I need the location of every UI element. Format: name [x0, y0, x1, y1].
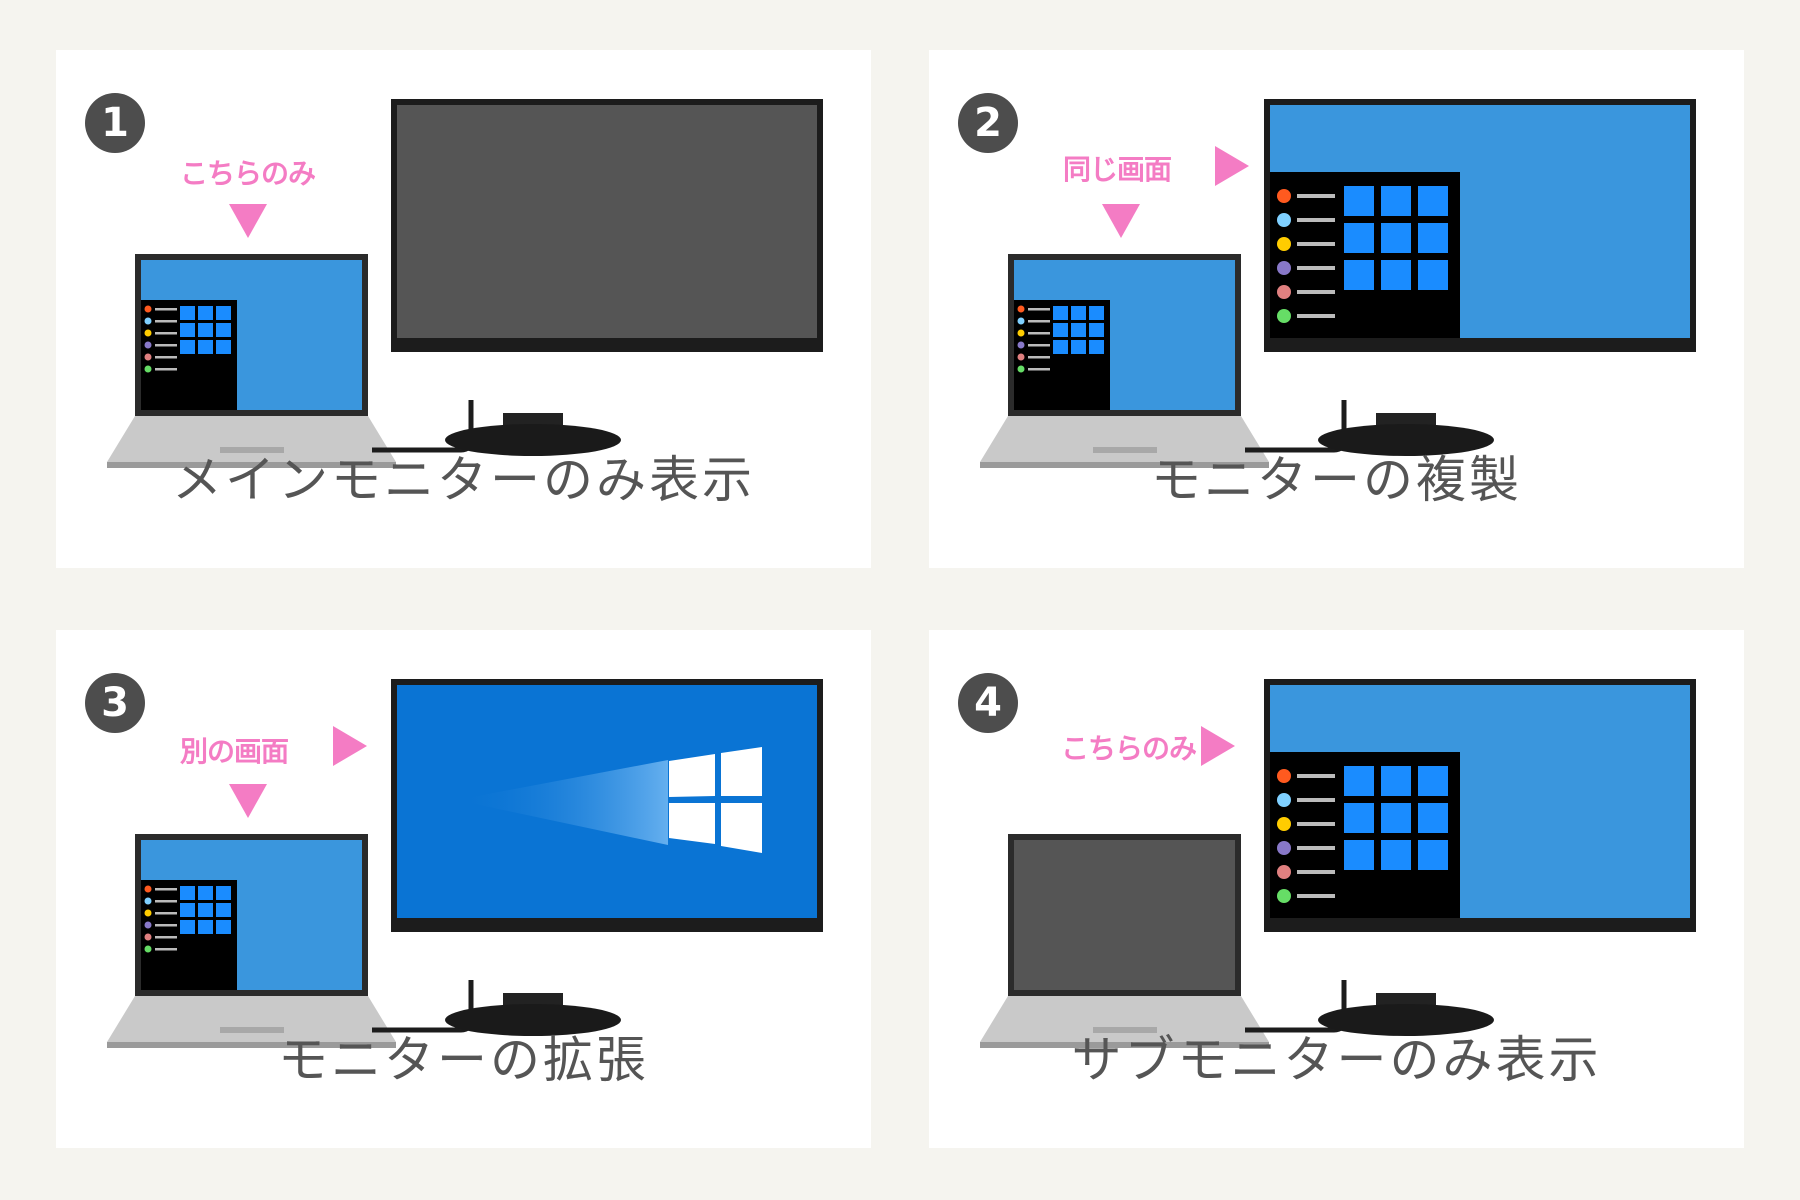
laptop-icon — [107, 254, 396, 468]
laptop-icon — [980, 254, 1269, 468]
panel-tag-label: こちらのみ — [180, 157, 316, 190]
monitor-start-menu — [1270, 172, 1460, 338]
monitor-icon — [391, 679, 823, 1036]
wallpaper-light-beam — [456, 760, 668, 845]
panel-main-monitor-only: 1 こちらのみ メインモニターのみ表示 — [56, 50, 871, 568]
monitor-screen — [397, 105, 817, 338]
panel-illustration — [980, 99, 1696, 468]
monitor-icon — [1264, 679, 1696, 1036]
panel-illustration — [107, 679, 823, 1048]
panel-caption: モニターの拡張 — [278, 1031, 649, 1089]
number-badge-icon: 2 — [958, 93, 1018, 153]
panel-tag-label: こちらのみ — [1061, 732, 1197, 765]
right-arrow-icon — [1201, 726, 1235, 766]
panel-sub-monitor-only: 4 こちらのみ サブモニターのみ表示 — [929, 630, 1744, 1148]
laptop-icon — [107, 834, 396, 1048]
panel-caption: メインモニターのみ表示 — [172, 451, 755, 509]
laptop-start-menu — [141, 880, 237, 990]
number-badge-icon: 1 — [85, 93, 145, 153]
panel-tag-label: 同じ画面 — [1063, 153, 1172, 186]
panel-tag-label: 別の画面 — [180, 735, 289, 768]
laptop-screen — [1014, 840, 1235, 990]
panel-caption: サブモニターのみ表示 — [1071, 1031, 1602, 1089]
laptop-start-menu — [1014, 300, 1110, 410]
number-badge-icon: 4 — [958, 673, 1018, 733]
down-arrow-icon — [229, 784, 267, 818]
laptop-icon — [980, 834, 1269, 1048]
right-arrow-icon — [1215, 146, 1249, 186]
panel-illustration — [107, 99, 823, 468]
panel-extend: 3 別の画面 モニターの拡張 — [56, 630, 871, 1148]
laptop-start-menu — [141, 300, 237, 410]
panel-caption: モニターの複製 — [1151, 451, 1522, 509]
monitor-icon — [1264, 99, 1696, 456]
panel-duplicate: 2 同じ画面 モニターの複製 — [929, 50, 1744, 568]
right-arrow-icon — [333, 726, 367, 766]
monitor-icon — [391, 99, 823, 456]
panel-illustration — [980, 679, 1696, 1048]
down-arrow-icon — [1102, 204, 1140, 238]
number-badge-icon: 3 — [85, 673, 145, 733]
monitor-start-menu — [1270, 752, 1460, 918]
windows-logo-icon — [669, 747, 762, 853]
down-arrow-icon — [229, 204, 267, 238]
